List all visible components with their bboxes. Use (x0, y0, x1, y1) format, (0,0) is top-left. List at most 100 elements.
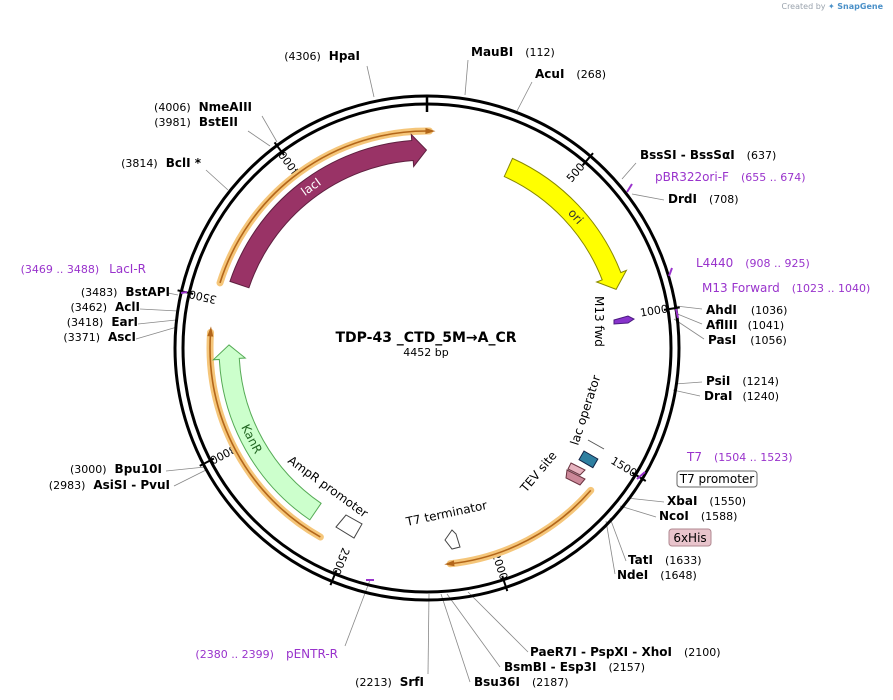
arc-kanr-arrowhead (207, 326, 214, 337)
primer-pos: (2380 .. 2399) (195, 648, 274, 661)
site-asisi: (2983)AsiSI - PvuI (49, 478, 170, 492)
t7-terminator-arrow (444, 529, 461, 550)
site-acli: (3462)AclI (70, 300, 140, 314)
plasmid-length: 4452 bp (403, 346, 448, 359)
site-pos: (3981) (154, 116, 191, 129)
tev-site-arrow-2 (567, 462, 586, 476)
snapgene-credit: Created by ✦ SnapGene (781, 2, 883, 11)
tev-site-arrow (565, 469, 586, 486)
leader-line (605, 520, 616, 575)
primer-pos: (908 .. 925) (745, 257, 810, 270)
6xhis-text: 6xHis (673, 531, 706, 545)
leader-line (626, 497, 665, 503)
primer-name: T7 (686, 450, 702, 464)
site-name: BsmBI - Esp3I (504, 660, 596, 674)
site-pos: (1036) (751, 304, 788, 317)
site-bsssi: BssSI - BssSαI (637) (640, 148, 776, 162)
site-name: Bsu36I (474, 675, 520, 689)
primer-name: M13 Forward (702, 281, 780, 295)
site-name: Bpu10I (115, 462, 162, 476)
t7-promoter-label-group: T7 promoter (676, 470, 758, 488)
arc-laci-arrowhead (425, 127, 436, 134)
primer-l4440: L4440 (908 .. 925) (696, 256, 810, 270)
leader-line (137, 319, 177, 325)
arc-t7-arrowhead (444, 560, 455, 567)
leader-line (247, 130, 271, 147)
primer-pos: (1023 .. 1040) (792, 282, 871, 295)
leader-line (167, 292, 179, 296)
site-name: BstEII (199, 115, 238, 129)
primer-pentr-r: (2380 .. 2399) pENTR-R (195, 647, 338, 661)
tick-mark (329, 569, 338, 586)
primer-name: L4440 (696, 256, 733, 270)
site-pos: (1550) (709, 495, 746, 508)
plasmid-name: TDP-43 _CTD_5M→A_CR (335, 330, 516, 346)
leader-line (135, 326, 178, 340)
leader-line (464, 59, 469, 96)
primer-pbr322ori-f: pBR322ori-F (655 .. 674) (655, 170, 806, 184)
site-maubi: MauBI (112) (471, 45, 555, 59)
site-eari: (3418)EarI (67, 315, 138, 329)
lac-operator-label: lac operator (568, 373, 604, 447)
site-pos: (1214) (742, 375, 779, 388)
primer-mark-pbr322 (626, 183, 633, 193)
6xhis-label-group: 6xHis (668, 528, 712, 547)
m13-fwd-label: M13 fwd (592, 296, 606, 347)
site-bsmbi: BsmBI - Esp3I (2157) (504, 660, 645, 674)
site-srfi: (2213)SrfI (355, 675, 424, 689)
site-name: BssSI - BssSαI (640, 148, 735, 162)
plasmid-backbone (173, 94, 681, 602)
site-psii: PsiI(1214) (706, 374, 779, 388)
leader-line (672, 389, 701, 397)
primer-mark-t7 (636, 471, 646, 480)
leader-line (516, 81, 533, 112)
leader-line (674, 381, 703, 385)
labels: TDP-43 _CTD_5M→A_CR 4452 bp M13 fwd lac … (21, 45, 871, 689)
site-name: AsiSI - PvuI (93, 478, 170, 492)
site-ncoi: NcoI(1588) (659, 509, 737, 523)
site-pos: (2157) (608, 661, 645, 674)
primer-t7: T7(1504 .. 1523) (686, 450, 793, 464)
snapgene-logo-icon: ✦ (828, 2, 835, 11)
site-name: PasI (708, 333, 736, 347)
site-name: BstAPI (125, 285, 170, 299)
leader-line (631, 193, 665, 201)
leader-line (446, 593, 501, 668)
site-bsu36i: Bsu36I(2187) (474, 675, 569, 689)
tick-mark (663, 306, 680, 311)
tick-mark (581, 152, 594, 166)
leader-line (427, 593, 430, 675)
site-name: DrdI (668, 192, 697, 206)
site-pos: (112) (525, 46, 555, 59)
site-pos: (4006) (154, 101, 191, 114)
primer-name: pENTR-R (286, 647, 338, 661)
lac-operator-box (578, 450, 599, 469)
primer-name: pBR322ori-F (655, 170, 729, 184)
leader-line (261, 115, 278, 143)
tick-label: 3500 (188, 287, 218, 306)
6xhis-box (668, 528, 712, 547)
arc-kanr-line (209, 332, 321, 538)
site-pos: (637) (747, 149, 777, 162)
site-drdi: DrdI(708) (668, 192, 739, 206)
site-pos: (268) (576, 68, 606, 81)
orf-arcs (206, 127, 595, 568)
snapgene-brand: SnapGene (837, 2, 883, 11)
site-paer7i: PaeR7I - PspXI - XhoI(2100) (530, 645, 721, 659)
site-xbai: XbaI(1550) (667, 494, 746, 508)
leader-line (619, 505, 657, 518)
site-name: NcoI (659, 509, 689, 523)
site-bsteii: (3981) BstEII (154, 115, 238, 129)
tev-site-label: TEV site (517, 449, 560, 496)
site-pos: (2213) (355, 676, 392, 689)
leader-line (621, 162, 637, 180)
site-ahdi: AhdI(1036) (706, 303, 787, 317)
primer-m13-forward: M13 Forward (1023 .. 1040) (702, 281, 870, 295)
site-name: BclI * (166, 156, 202, 170)
t7-promoter-text: T7 promoter (679, 472, 755, 486)
site-pos: (1056) (750, 334, 787, 347)
small-features (180, 183, 679, 581)
site-name: MauBI (471, 45, 513, 59)
tick-label: 1000 (639, 302, 669, 319)
primer-pos: (655 .. 674) (741, 171, 806, 184)
